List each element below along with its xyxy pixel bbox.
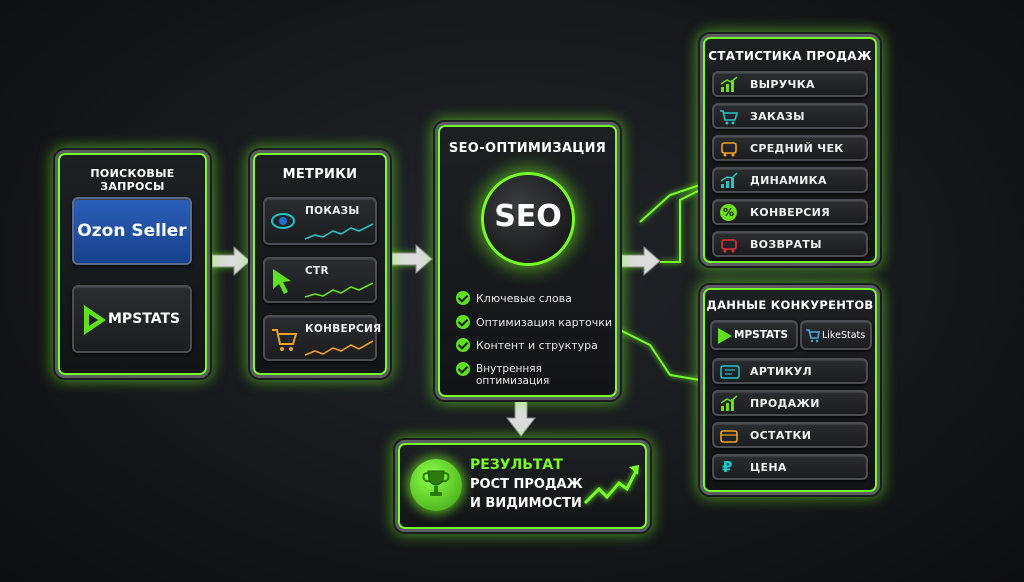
sales-stats-panel: СТАТИСТИКА ПРОДАЖ ВЫРУЧКА ЗАКАЗЫ СРЕДНИЙ… <box>700 34 880 266</box>
check-icon <box>456 291 470 305</box>
mpstats-logo-icon <box>84 305 106 335</box>
stat-row-returns[interactable]: ВОЗВРАТЫ <box>712 231 868 257</box>
seo-badge-label: SEO <box>494 199 562 234</box>
seo-badge: SEO <box>484 175 572 263</box>
metric-ctr[interactable]: CTR <box>263 257 377 303</box>
competitor-label: АРТИКУЛ <box>750 365 812 378</box>
competitors-panel: ДАННЫЕ КОНКУРЕНТОВ MPSTATS LikeStats АРТ… <box>700 285 880 495</box>
ozon-seller-label: Ozon Seller <box>77 221 187 241</box>
metric-label: CTR <box>305 265 329 277</box>
check-icon <box>456 315 470 329</box>
stat-label: КОНВЕРСИЯ <box>750 206 830 219</box>
arrow-down-icon <box>505 397 537 437</box>
trend-line <box>304 223 374 240</box>
panel-title: SEO-ОПТИМИЗАЦИЯ <box>448 141 607 156</box>
checklist-item: Ключевые слова <box>476 292 572 305</box>
return-cart-icon <box>721 239 737 253</box>
ozon-seller-button[interactable]: Ozon Seller <box>72 197 192 265</box>
competitor-label: ОСТАТКИ <box>750 429 812 442</box>
ruble-icon: ₽ <box>722 458 733 476</box>
competitor-row-stock[interactable]: ОСТАТКИ <box>712 422 868 448</box>
mpstats-logo-icon <box>718 328 732 344</box>
arrow-right-icon <box>391 243 433 275</box>
panel-title: ПОИСКОВЫЕ ЗАПРОСЫ <box>90 167 175 193</box>
trend-line <box>304 340 374 356</box>
stat-row-avg-check[interactable]: СРЕДНИЙ ЧЕК <box>712 135 868 161</box>
connector-to-sales <box>660 189 701 263</box>
metric-label: ПОКАЗЫ <box>305 205 360 217</box>
cart-icon <box>272 329 298 351</box>
sku-icon <box>720 365 740 379</box>
bar-chart-icon <box>720 76 738 92</box>
metric-impressions[interactable]: ПОКАЗЫ <box>263 197 377 245</box>
percent-icon: % <box>720 204 737 221</box>
competitor-mpstats-button[interactable]: MPSTATS <box>710 320 798 350</box>
growth-arrow-icon <box>583 465 639 505</box>
result-line1: РОСТ ПРОДАЖ <box>470 477 583 492</box>
competitor-row-price[interactable]: ₽ ЦЕНА <box>712 454 868 480</box>
competitor-label: ЦЕНА <box>750 461 787 474</box>
competitor-row-sales[interactable]: ПРОДАЖИ <box>712 390 868 416</box>
metric-label: КОНВЕРСИЯ <box>305 323 382 335</box>
result-line2: И ВИДИМОСТИ <box>470 496 582 511</box>
box-icon <box>720 430 738 443</box>
cursor-icon <box>273 269 291 294</box>
panel-title: ДАННЫЕ КОНКУРЕНТОВ <box>706 298 874 312</box>
metrics-panel: МЕТРИКИ ПОКАЗЫ CTR КОНВЕРСИЯ <box>250 150 390 378</box>
mpstats-button[interactable]: MPSTATS <box>72 285 192 353</box>
stat-label: ЗАКАЗЫ <box>750 110 805 123</box>
stat-row-conversion[interactable]: % КОНВЕРСИЯ <box>712 199 868 225</box>
competitor-likestats-button[interactable]: LikeStats <box>800 320 872 350</box>
competitor-label: ПРОДАЖИ <box>750 397 820 410</box>
stat-label: ВЫРУЧКА <box>750 78 815 91</box>
checklist-item: Внутренняя оптимизация <box>476 363 550 387</box>
stat-label: ДИНАМИКА <box>750 174 827 187</box>
trend-line <box>304 282 374 298</box>
connector-to-competitors <box>619 329 701 381</box>
likestats-cart-icon <box>806 329 820 343</box>
search-queries-panel: ПОИСКОВЫЕ ЗАПРОСЫ Ozon Seller MPSTATS <box>55 150 210 378</box>
arrow-right-icon <box>211 245 251 277</box>
check-icon <box>456 362 470 376</box>
result-panel: РЕЗУЛЬТАТ РОСТ ПРОДАЖ И ВИДИМОСТИ <box>395 440 650 532</box>
competitor-row-sku[interactable]: АРТИКУЛ <box>712 358 868 384</box>
trend-icon <box>720 172 738 188</box>
cart-icon <box>720 110 739 125</box>
stat-label: СРЕДНИЙ ЧЕК <box>750 142 844 155</box>
panel-title: МЕТРИКИ <box>282 167 358 182</box>
trophy-icon <box>422 470 450 496</box>
eye-icon <box>271 213 295 229</box>
likestats-label: LikeStats <box>822 330 866 341</box>
check-icon <box>456 338 470 352</box>
stat-label: ВОЗВРАТЫ <box>750 238 822 251</box>
checklist-item: Оптимизация карточки <box>476 316 612 329</box>
seo-panel: SEO-ОПТИМИЗАЦИЯ SEO Ключевые слова Оптим… <box>435 122 620 400</box>
panel-title: СТАТИСТИКА ПРОДАЖ <box>708 49 872 63</box>
bar-chart-icon <box>720 395 738 411</box>
stat-row-dynamics[interactable]: ДИНАМИКА <box>712 167 868 193</box>
result-title: РЕЗУЛЬТАТ <box>470 457 563 473</box>
stat-row-orders[interactable]: ЗАКАЗЫ <box>712 103 868 129</box>
metric-conversion[interactable]: КОНВЕРСИЯ <box>263 315 381 361</box>
mpstats-label: MPSTATS <box>108 311 181 327</box>
mpstats-label: MPSTATS <box>734 329 789 341</box>
stat-row-revenue[interactable]: ВЫРУЧКА <box>712 71 868 97</box>
receipt-icon <box>721 142 737 157</box>
checklist-item: Контент и структура <box>476 339 598 352</box>
trophy-badge <box>410 459 462 511</box>
arrow-right-icon <box>619 245 661 277</box>
